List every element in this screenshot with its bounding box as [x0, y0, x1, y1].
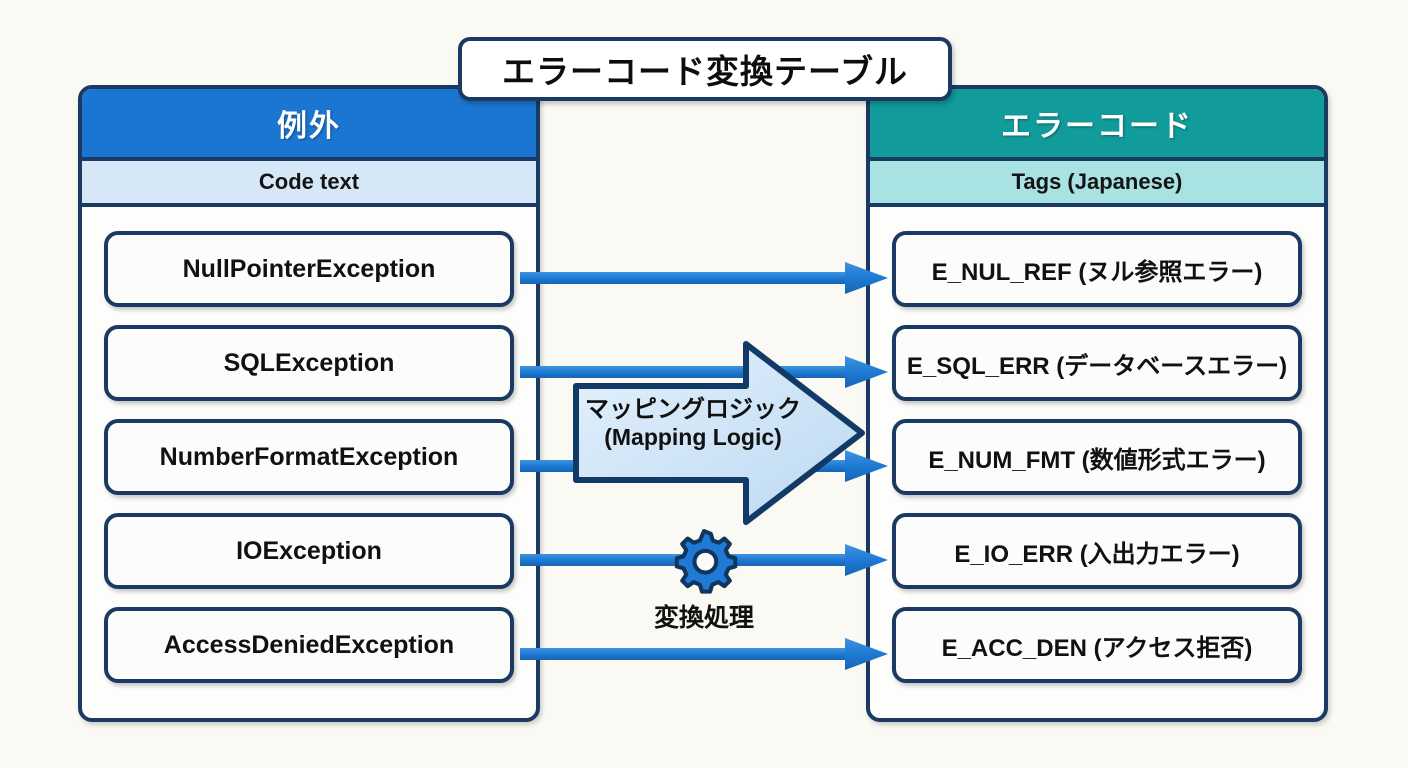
left-column-header: 例外 [82, 89, 536, 161]
right-column-subheader: Tags (Japanese) [870, 161, 1324, 207]
errorcode-column-panel: エラーコード Tags (Japanese) E_NUL_REF (ヌル参照エラ… [866, 85, 1328, 722]
connector-arrow-5 [520, 638, 888, 670]
errorcode-item-acc-den[interactable]: E_ACC_DEN (アクセス拒否) [892, 607, 1302, 683]
right-column-header: エラーコード [870, 89, 1324, 161]
page-title: エラーコード変換テーブル [458, 37, 952, 101]
left-column-subheader: Code text [82, 161, 536, 207]
errorcode-item-nul-ref[interactable]: E_NUL_REF (ヌル参照エラー) [892, 231, 1302, 307]
exception-item-numberformat[interactable]: NumberFormatException [104, 419, 514, 495]
exception-item-accessdenied[interactable]: AccessDeniedException [104, 607, 514, 683]
connector-arrow-1 [520, 262, 888, 294]
left-column-body: NullPointerException SQLException Number… [82, 207, 536, 718]
exception-column-panel: 例外 Code text NullPointerException SQLExc… [78, 85, 540, 722]
gear-label: 変換処理 [653, 604, 754, 632]
exception-item-io[interactable]: IOException [104, 513, 514, 589]
exception-item-nullpointer[interactable]: NullPointerException [104, 231, 514, 307]
exception-item-sql[interactable]: SQLException [104, 325, 514, 401]
errorcode-item-sql-err[interactable]: E_SQL_ERR (データベースエラー) [892, 325, 1302, 401]
errorcode-item-num-fmt[interactable]: E_NUM_FMT (数値形式エラー) [892, 419, 1302, 495]
gear-icon [674, 529, 738, 594]
errorcode-item-io-err[interactable]: E_IO_ERR (入出力エラー) [892, 513, 1302, 589]
mapping-logic-arrow [573, 341, 865, 525]
right-column-body: E_NUL_REF (ヌル参照エラー) E_SQL_ERR (データベースエラー… [870, 207, 1324, 718]
